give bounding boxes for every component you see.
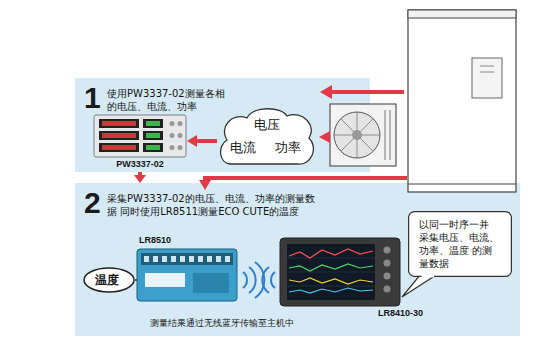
step-band: 1使用PW3337-02测量各相 的电压、电流、功率 PW3337-02 电压电流 功… <box>75 78 370 172</box>
power-meter: PW3337-02 <box>93 114 187 170</box>
logger-button <box>384 286 391 293</box>
device-label: LR8410-30 <box>378 308 423 319</box>
terminal <box>144 256 149 262</box>
step-text: 采集PW3337-02的电压、电流、功率的测量数据 同时使用LR8511测量EC… <box>107 192 317 218</box>
temperature-text: 温度 <box>83 273 131 287</box>
callout-number: 2 <box>84 187 101 219</box>
arrow-head <box>187 135 197 147</box>
meter-display <box>143 131 163 140</box>
meter-digits <box>146 145 160 150</box>
terminal <box>162 256 167 262</box>
power-meter-icon <box>93 114 187 158</box>
logger-body <box>137 249 237 301</box>
callout-number: 1 <box>84 82 101 114</box>
quantity-text: 功率 <box>275 140 301 156</box>
terminal <box>216 256 221 262</box>
meter-digits <box>146 121 160 126</box>
callout-tail <box>402 275 436 297</box>
terminal <box>171 256 176 262</box>
meter-body <box>94 115 186 157</box>
logger-screen <box>287 244 375 300</box>
temperature-oval: 温度 <box>83 267 135 293</box>
meter-display <box>99 143 139 152</box>
terminal <box>225 256 230 262</box>
device-label: LR8510 <box>139 235 171 246</box>
meter-display <box>99 119 139 128</box>
red-flow-arrows <box>199 85 407 190</box>
terminal-strip <box>141 253 233 265</box>
terminal <box>207 256 212 262</box>
meter-button <box>170 133 175 138</box>
meter-digits <box>102 145 136 150</box>
quantity-cloud: 电压电流 功率 <box>217 106 317 168</box>
step-band: 2采集PW3337-02的电压、电流、功率的测量数据 同时使用LR8511测量E… <box>75 183 520 336</box>
logger-button <box>384 273 391 280</box>
cloud-outline <box>221 109 314 164</box>
water-tank <box>408 10 516 192</box>
logger-panel <box>145 273 185 287</box>
step-text: 使用PW3337-02测量各相 的电压、电流、功率 <box>107 87 225 113</box>
meter-display <box>143 119 163 128</box>
grid-line <box>287 258 375 259</box>
oval-outline <box>84 268 134 292</box>
terminal <box>189 256 194 262</box>
terminal <box>180 256 185 262</box>
logger-button <box>384 247 391 254</box>
arrow-head <box>134 175 146 183</box>
waveform <box>289 278 373 284</box>
terminal <box>198 256 203 262</box>
logger-bezel <box>280 238 400 306</box>
waveform <box>289 249 373 258</box>
logger-panel <box>193 273 229 293</box>
connector <box>134 172 146 183</box>
cloud-shape <box>217 106 317 168</box>
terminal <box>153 256 158 262</box>
meter-digits <box>102 133 136 138</box>
grid-line <box>287 286 375 287</box>
device-label: PW3337-02 <box>93 159 187 170</box>
quantity-text: 电压 <box>254 117 280 133</box>
meter-display <box>143 143 163 152</box>
meter-button <box>170 145 175 150</box>
callout-box <box>409 212 512 277</box>
grid-line <box>287 272 375 273</box>
waveform <box>289 264 373 271</box>
meter-button <box>178 121 183 126</box>
outdoor-unit <box>330 104 396 166</box>
meter-button <box>170 121 175 126</box>
meter-button <box>178 133 183 138</box>
band-ground <box>75 183 520 336</box>
connector <box>187 135 217 147</box>
wireless-logger: LR8510 <box>137 235 237 301</box>
connector-line <box>196 139 217 143</box>
callout-joint <box>422 275 435 278</box>
meter-digits <box>146 133 160 138</box>
caption-note: 测量结果通过无线蓝牙传输至主机中 <box>150 318 294 329</box>
callout-text: 以同一时序一并 采集电压、电流、 功率、温度 的测量数据 <box>419 218 501 270</box>
band-ground <box>75 78 370 172</box>
logger-button <box>384 260 391 267</box>
meter-digits <box>102 121 136 126</box>
wireless-waves <box>243 262 275 298</box>
meter-display <box>99 131 139 140</box>
quantity-text: 电流 <box>230 140 256 156</box>
meter-button <box>178 145 183 150</box>
waveform <box>289 288 373 293</box>
speech-callout: 以同一时序一并 采集电压、电流、 功率、温度 的测量数据 <box>408 211 512 277</box>
